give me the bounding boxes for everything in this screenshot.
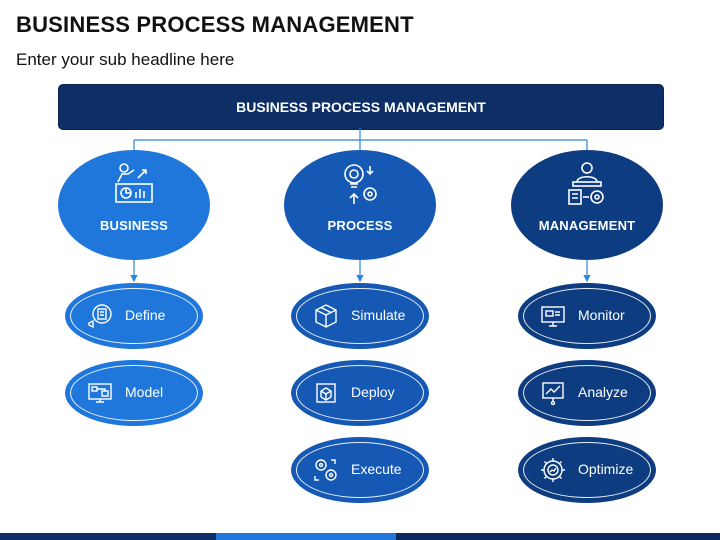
analyze-label: Analyze (578, 384, 628, 400)
manager-gear-icon (568, 162, 604, 205)
document-list-icon (88, 304, 112, 329)
board-chart-icon (542, 382, 564, 406)
analyze-node: Analyze (518, 360, 656, 426)
process-label: PROCESS (327, 218, 393, 233)
page-subtitle: Enter your sub headline here (16, 50, 235, 69)
banner: BUSINESS PROCESS MANAGEMENT (58, 84, 664, 130)
execute-label: Execute (351, 461, 402, 477)
gears-icon (314, 459, 337, 481)
banner-label: BUSINESS PROCESS MANAGEMENT (236, 99, 486, 115)
business-label: BUSINESS (99, 218, 169, 233)
monitor-diagram-icon (88, 383, 112, 403)
deploy-box-icon (316, 383, 336, 403)
bulb-gear-icon (344, 164, 377, 204)
deploy-label: Deploy (351, 384, 395, 400)
business-circle: BUSINESS (58, 150, 210, 260)
cube-icon (315, 304, 337, 328)
define-node: Define (65, 283, 203, 349)
bottom-accent-bar (0, 533, 720, 540)
define-label: Define (125, 307, 166, 323)
presenter-chart-icon (115, 163, 153, 203)
management-label: MANAGEMENT (538, 218, 636, 233)
simulate-node: Simulate (291, 283, 429, 349)
process-circle: PROCESS (284, 150, 436, 260)
monitor-icon (541, 306, 565, 327)
page-title: BUSINESS PROCESS MANAGEMENT (16, 12, 414, 37)
simulate-label: Simulate (351, 307, 406, 323)
model-node: Model (65, 360, 203, 426)
monitor-node: Monitor (518, 283, 656, 349)
management-circle: MANAGEMENT (511, 150, 663, 260)
execute-node: Execute (291, 437, 429, 503)
gear-chart-icon (541, 458, 565, 482)
monitor-label: Monitor (578, 307, 625, 323)
deploy-node: Deploy (291, 360, 429, 426)
optimize-node: Optimize (518, 437, 656, 503)
model-label: Model (125, 384, 164, 400)
optimize-label: Optimize (578, 461, 634, 477)
